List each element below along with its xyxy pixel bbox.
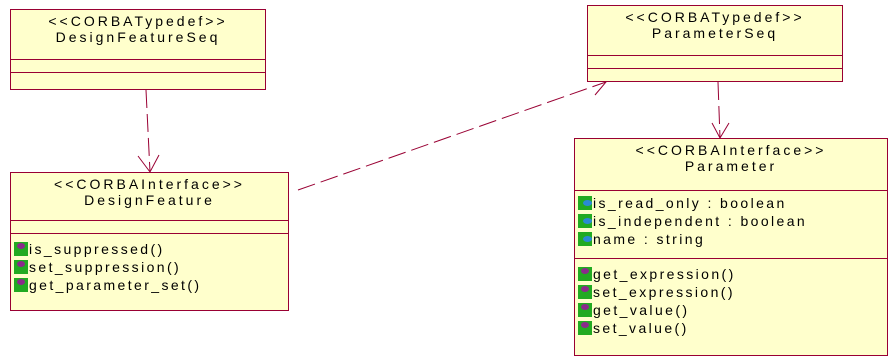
attribute-row[interactable]: name : string [575, 230, 887, 248]
class-name: DesignFeatureSeq [55, 29, 221, 45]
operation-label: set_suppression() [29, 259, 182, 275]
class-name: Parameter [684, 158, 778, 174]
class-header: <<CORBAInterface>> DesignFeature [11, 173, 288, 220]
operation-row[interactable]: set_value() [575, 319, 887, 337]
dependency-parameterseq-to-parameter[interactable] [717, 81, 721, 139]
attribute-icon [578, 196, 592, 210]
attribute-icon [578, 214, 592, 228]
operation-label: get_parameter_set() [29, 277, 202, 293]
attribute-label: name : string [593, 231, 706, 247]
operation-row[interactable]: set_suppression() [11, 258, 288, 276]
operation-row[interactable]: get_expression() [575, 265, 887, 283]
attribute-row[interactable]: is_independent : boolean [575, 212, 887, 230]
class-header: <<CORBATypedef>> ParameterSeq [588, 6, 842, 55]
arrowhead-parameter-dependency [711, 122, 730, 140]
arrowhead-designfeatureseq-dependency [137, 154, 160, 173]
class-name: ParameterSeq [651, 25, 779, 41]
operation-compartment [588, 68, 842, 69]
attribute-compartment [11, 220, 288, 233]
operation-row[interactable]: get_value() [575, 301, 887, 319]
stereotype-label: <<CORBATypedef>> [625, 9, 805, 25]
attribute-compartment: is_read_only : boolean is_independent : … [575, 190, 887, 258]
operation-label: get_value() [593, 302, 690, 318]
class-parameterseq[interactable]: <<CORBATypedef>> ParameterSeq [587, 5, 843, 82]
operation-row[interactable]: get_parameter_set() [11, 276, 288, 294]
dependency-designfeature-to-designfeatureseq[interactable] [145, 89, 151, 173]
operation-row[interactable]: set_expression() [575, 283, 887, 301]
stereotype-label: <<CORBAInterface>> [54, 176, 245, 192]
dependency-designfeature-to-parameterseq[interactable] [297, 81, 607, 191]
operation-compartment [11, 72, 265, 73]
operation-label: set_expression() [593, 284, 735, 300]
operation-icon [578, 303, 592, 317]
operation-icon [14, 278, 28, 292]
stereotype-label: <<CORBAInterface>> [635, 142, 827, 158]
attribute-label: is_independent : boolean [593, 213, 808, 229]
operation-label: get_expression() [593, 266, 736, 282]
class-name: DesignFeature [84, 192, 215, 208]
operation-icon [578, 321, 592, 335]
class-header: <<CORBAInterface>> Parameter [575, 139, 887, 190]
class-parameter[interactable]: <<CORBAInterface>> Parameter is_read_onl… [574, 138, 888, 356]
operation-icon [14, 260, 28, 274]
operation-label: is_suppressed() [29, 241, 165, 257]
operation-icon [578, 267, 592, 281]
attribute-row[interactable]: is_read_only : boolean [575, 194, 887, 212]
stereotype-label: <<CORBATypedef>> [48, 13, 228, 29]
operation-row[interactable]: is_suppressed() [11, 240, 288, 258]
class-designfeatureseq[interactable]: <<CORBATypedef>> DesignFeatureSeq [10, 9, 266, 90]
operation-icon [578, 285, 592, 299]
class-designfeature[interactable]: <<CORBAInterface>> DesignFeature is_supp… [10, 172, 289, 311]
operation-compartment: get_expression() set_expression() get_va… [575, 258, 887, 337]
attribute-compartment [11, 59, 265, 72]
class-header: <<CORBATypedef>> DesignFeatureSeq [11, 10, 265, 59]
operation-icon [14, 242, 28, 256]
attribute-compartment [588, 55, 842, 68]
attribute-label: is_read_only : boolean [593, 195, 787, 211]
operation-label: set_value() [593, 320, 689, 336]
attribute-icon [578, 232, 592, 246]
operation-compartment: is_suppressed() set_suppression() get_pa… [11, 233, 288, 294]
